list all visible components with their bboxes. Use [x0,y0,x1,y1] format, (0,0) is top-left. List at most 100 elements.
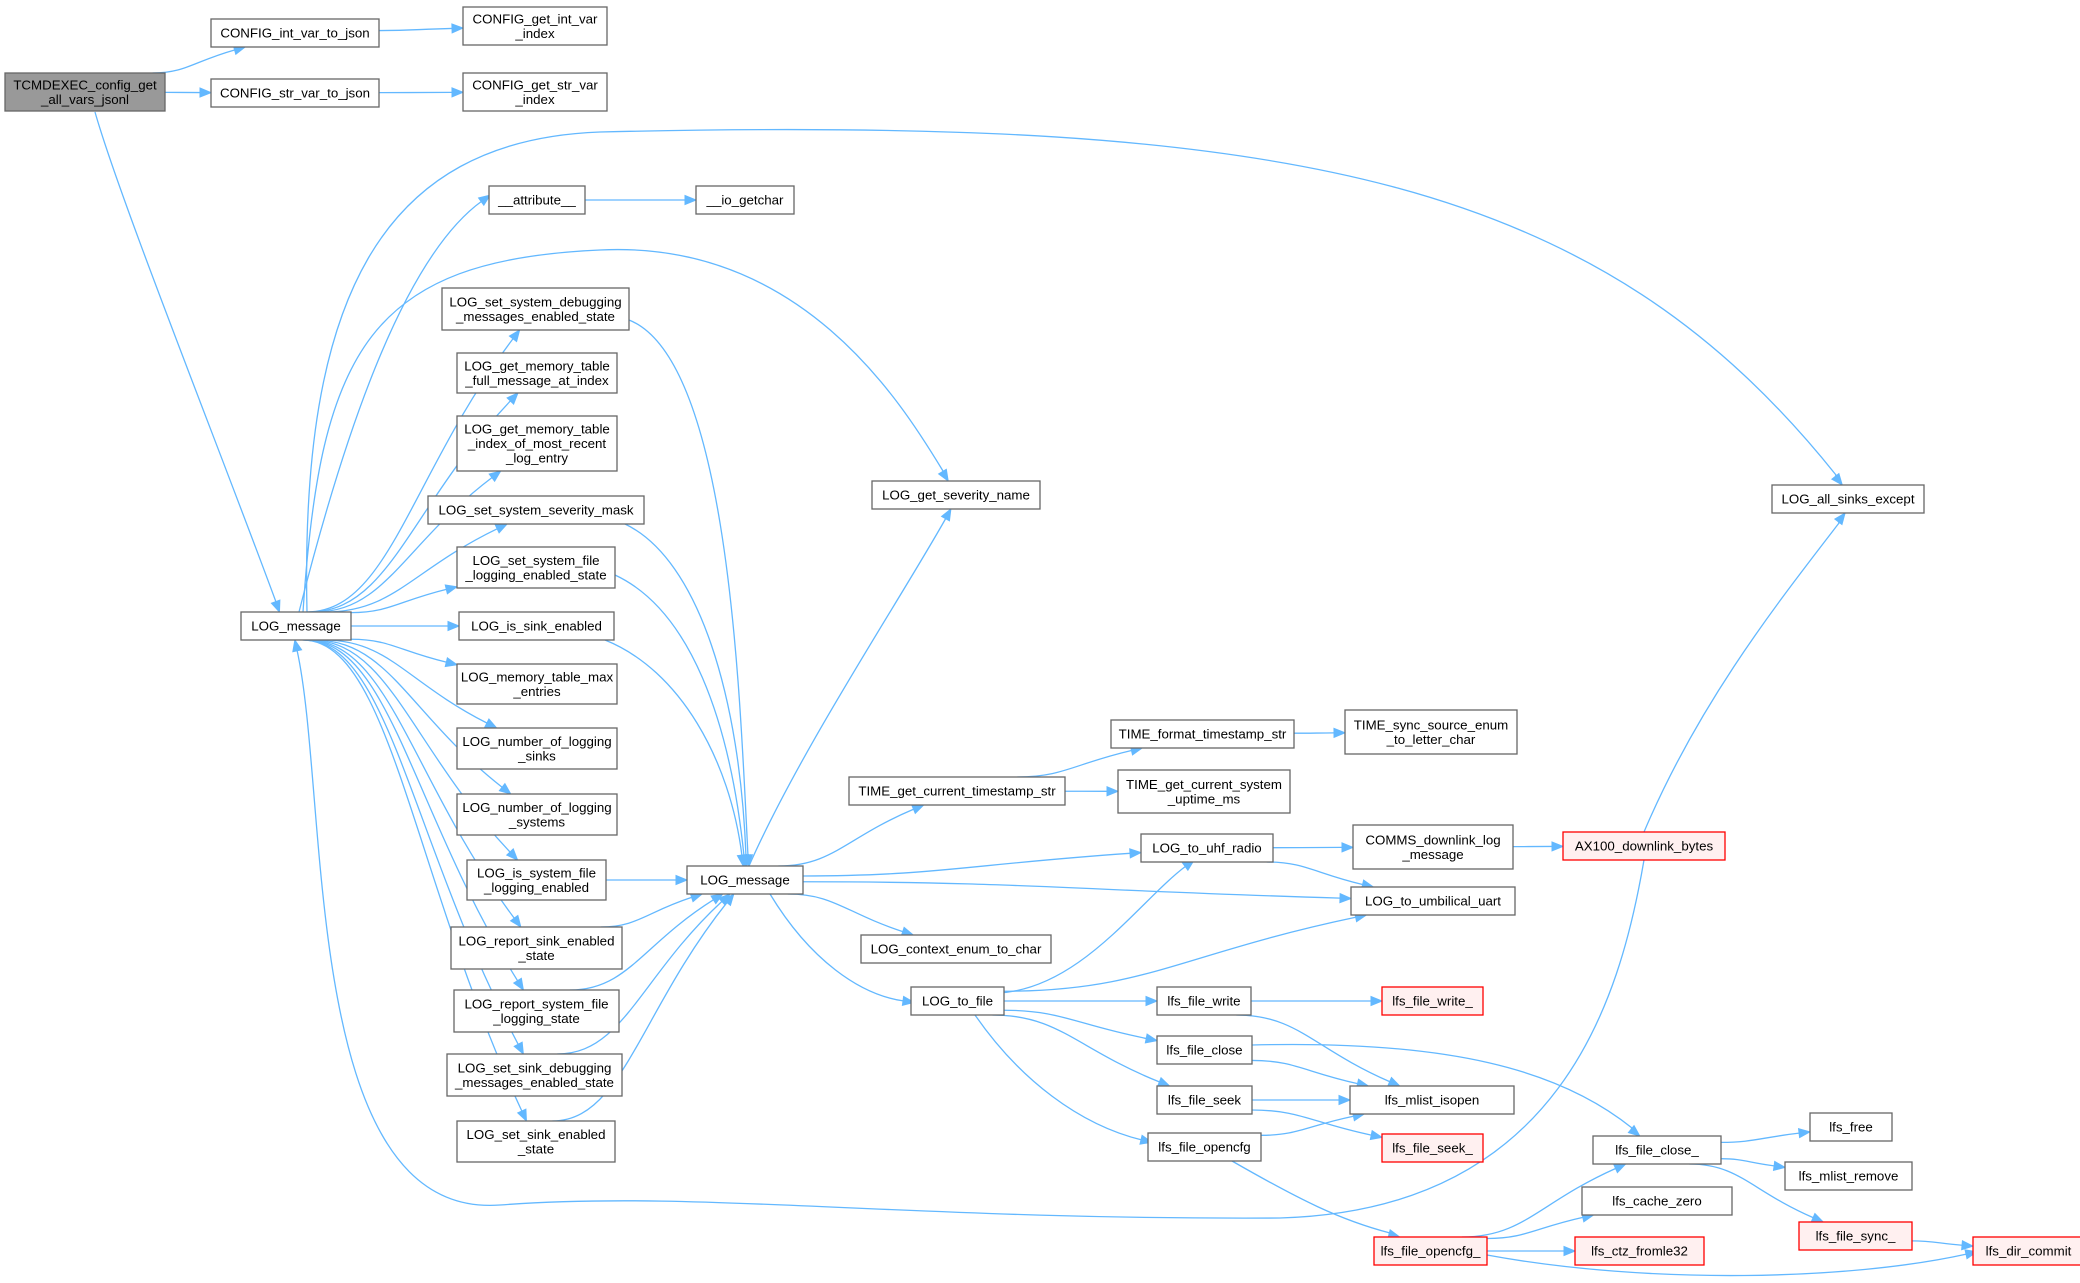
node-label: _index_of_most_recent [467,436,607,451]
node-label: LOG_get_memory_table [464,422,610,437]
node-tofile[interactable]: LOG_to_file [910,986,1005,1016]
arrowhead [911,804,925,815]
node-time-up[interactable]: TIME_get_current_system_uptime_ms [1117,769,1291,814]
edge-line [94,111,277,603]
arrowhead [444,656,459,668]
arrowhead [722,892,735,907]
node-rep-sys[interactable]: LOG_report_system_file_logging_state [453,989,620,1033]
arrowhead [484,718,498,729]
node-root[interactable]: TCMDEXEC_config_get_all_vars_jsonl [4,72,166,112]
node-iogetchar[interactable]: __io_getchar [695,185,795,215]
node-dircommit[interactable]: lfs_dir_commit [1972,1236,2080,1266]
node-logmsg1[interactable]: LOG_message [240,611,352,641]
arrowhead [684,194,698,206]
node-sink-en[interactable]: LOG_is_sink_enabled [458,611,615,641]
node-fwrite-[interactable]: lfs_file_write_ [1381,986,1484,1016]
node-fclose[interactable]: lfs_file_close [1156,1035,1253,1065]
node-sys-file-en[interactable]: LOG_is_system_file_logging_enabled [466,859,607,901]
edge-comms-to-ax100 [1512,841,1565,852]
node-ctx[interactable]: LOG_context_enum_to_char [860,934,1052,964]
node-ctz[interactable]: lfs_ctz_fromle32 [1574,1236,1705,1266]
node-label: _logging_enabled_state [464,567,606,582]
node-uhf[interactable]: LOG_to_uhf_radio [1140,833,1274,863]
node-ax100[interactable]: AX100_downlink_bytes [1562,831,1726,861]
edge-ax100-to-logmsg1 [292,638,1645,1219]
edge-sink_set-to-logmsg2 [552,892,735,1122]
node-fopencfg[interactable]: lfs_file_opencfg [1147,1132,1262,1162]
node-time-sync[interactable]: TIME_sync_source_enum_to_letter_char [1344,709,1518,755]
arrowhead [1156,1076,1171,1087]
node-label: LOG_set_sink_debugging [458,1060,612,1075]
node-fopencfg-[interactable]: lfs_file_opencfg_ [1373,1236,1488,1266]
node-label: _logging_state [492,1011,580,1026]
edge-line [557,900,723,1055]
arrowhead [1338,1094,1352,1106]
node-time-fmt[interactable]: TIME_format_timestamp_str [1110,719,1295,749]
node-mremove[interactable]: lfs_mlist_remove [1784,1161,1913,1191]
node-label: _state [517,1141,554,1156]
edge-fclose_-to-mremove [1720,1158,1787,1172]
edge-line [614,574,745,857]
node-all-sinks[interactable]: LOG_all_sinks_except [1771,484,1925,514]
node-label: lfs_mlist_isopen [1385,1093,1480,1108]
node-cfg-int-json[interactable]: CONFIG_int_var_to_json [210,18,380,48]
arrowhead [292,638,303,653]
edge-fseek-to-fseek_ [1251,1109,1384,1141]
node-mem-idx[interactable]: LOG_get_memory_table_index_of_most_recen… [456,415,618,472]
node-label: lfs_file_opencfg_ [1381,1244,1481,1259]
node-lfree[interactable]: lfs_free [1809,1112,1893,1142]
node-set-dbg[interactable]: LOG_set_system_debugging_messages_enable… [441,287,630,331]
arrowhead [506,392,519,405]
node-sev-mask[interactable]: LOG_set_system_severity_mask [427,495,645,525]
node-num-sinks[interactable]: LOG_number_of_logging_sinks [456,727,618,770]
nodes: TCMDEXEC_config_get_all_vars_jsonl CONFIG… [4,6,2080,1266]
edge-fsync-to-dircommit [1911,1239,1975,1251]
node-box [860,934,1052,964]
node-num-sys[interactable]: LOG_number_of_logging_systems [456,793,618,836]
node-box [427,495,645,525]
node-sink-set[interactable]: LOG_set_sink_enabled_state [456,1120,616,1163]
node-time-cur[interactable]: TIME_get_current_timestamp_str [848,776,1066,806]
node-box [240,611,352,641]
node-box [453,989,620,1033]
arrowhead [1144,1033,1159,1044]
node-mem-max[interactable]: LOG_memory_table_max_entries [456,663,618,705]
node-sev-name[interactable]: LOG_get_severity_name [871,480,1041,510]
node-label: TIME_sync_source_enum [1354,717,1508,732]
arrowhead [937,468,949,483]
edge-line [624,523,747,857]
node-fclose-[interactable]: lfs_file_close_ [1592,1135,1722,1165]
node-umb[interactable]: LOG_to_umbilical_uart [1350,886,1516,916]
node-comms[interactable]: COMMS_downlink_log_message [1352,824,1514,870]
node-fseek[interactable]: lfs_file_seek [1156,1085,1253,1115]
node-cache0[interactable]: lfs_cache_zero [1581,1186,1733,1216]
edge-line [628,319,749,857]
node-logmsg2[interactable]: LOG_message [686,865,804,895]
node-box [1349,1085,1515,1115]
edge-fopencfg_-to-dircommit [1486,1249,1979,1277]
node-isopen[interactable]: lfs_mlist_isopen [1349,1085,1515,1115]
node-box [4,72,166,112]
edge-logmsg2-to-sev_name [748,507,952,867]
node-set-file[interactable]: LOG_set_system_file_logging_enabled_stat… [456,546,616,589]
node-cfg-int-idx[interactable]: CONFIG_get_int_var_index [462,6,608,46]
node-fwrite[interactable]: lfs_file_write [1156,986,1252,1016]
node-rep-sink[interactable]: LOG_report_sink_enabled_state [450,926,623,970]
node-cfg-str-idx[interactable]: CONFIG_get_str_var_index [462,72,608,112]
node-fseek-[interactable]: lfs_file_seek_ [1381,1133,1484,1163]
edge-fwrite-to-fwrite_ [1251,995,1384,1007]
node-mem-full[interactable]: LOG_get_memory_table_full_message_at_ind… [456,352,618,394]
node-label: lfs_file_close_ [1615,1143,1699,1158]
node-box [456,352,618,394]
node-box [456,663,618,705]
node-label: _sinks [517,748,556,763]
node-attr[interactable]: __attribute__ [488,185,586,215]
arrowhead [498,782,512,795]
arrowhead [270,599,281,614]
node-label: LOG_set_system_debugging [449,294,621,309]
node-label: lfs_file_close [1166,1043,1242,1058]
node-cfg-str-json[interactable]: CONFIG_str_var_to_json [210,78,380,108]
node-fsync[interactable]: lfs_file_sync_ [1798,1221,1913,1251]
node-sink-dbg[interactable]: LOG_set_sink_debugging_messages_enabled_… [446,1053,623,1097]
edge-line [296,649,1645,1219]
